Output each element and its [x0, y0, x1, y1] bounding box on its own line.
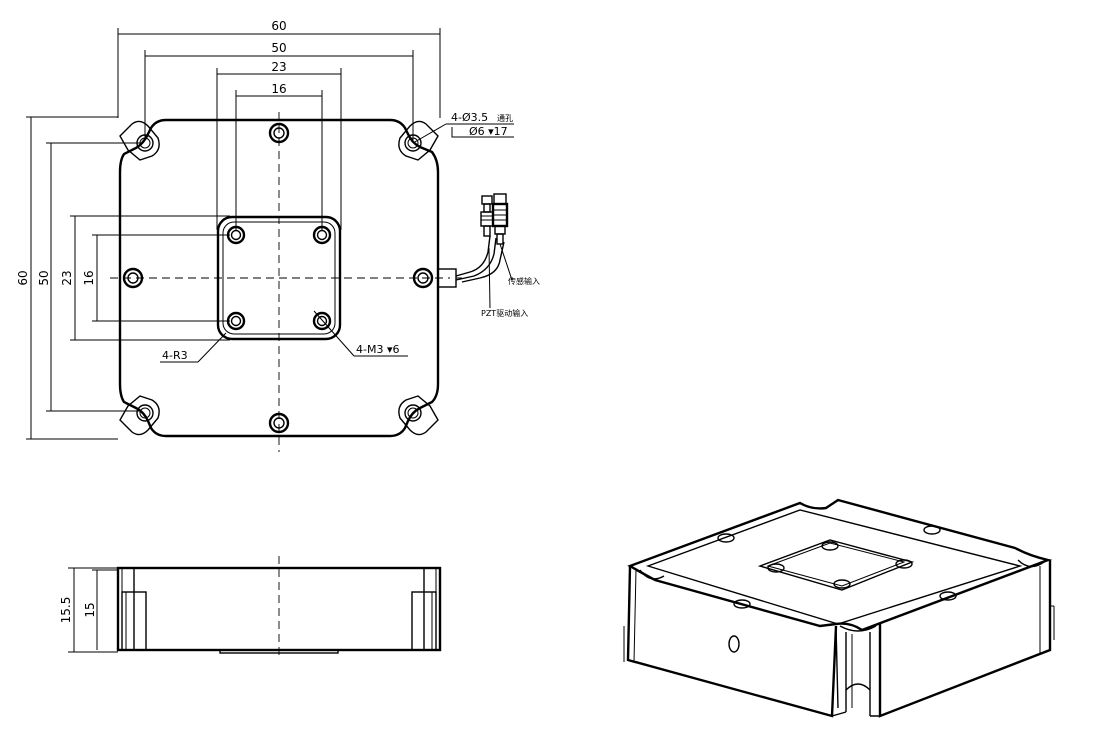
callout-mount-hole: 4-Ø3.5 通孔 Ø6 ▾17 [412, 111, 514, 144]
thread-callout: 4-M3 ▾6 [356, 343, 399, 356]
dim-label-15-5: 15.5 [59, 597, 73, 624]
center-platform-outer [216, 215, 342, 341]
dim-label-16: 16 [271, 82, 286, 96]
screw-hole-top [268, 122, 290, 144]
dim-side-15-5: 15.5 [59, 567, 118, 653]
dim-left-23: 23 [60, 215, 230, 341]
top-view: 60 50 23 16 60 [16, 19, 540, 452]
dim-side-15: 15 [83, 569, 118, 650]
callout-r3: 4-R3 [160, 332, 227, 363]
dim-top-16: 16 [235, 82, 323, 230]
side-view: 15.5 15 [59, 556, 442, 660]
screw-hole-left [122, 267, 144, 289]
iso-front-face [626, 565, 838, 718]
sensor-label: 传感输入 [508, 276, 540, 286]
isometric-view [623, 498, 1055, 718]
iso-top-face [627, 498, 1053, 632]
corner-slot-tl [119, 120, 160, 161]
dim-left-16: 16 [82, 234, 230, 322]
screw-hole-bottom [268, 412, 290, 434]
dim-label-v16: 16 [82, 270, 96, 285]
corner-slot-bl [119, 395, 160, 436]
iso-side-hole [728, 635, 740, 653]
dim-label-v50: 50 [37, 270, 51, 285]
cable-assembly: 传感输入 PZT驱动输入 [437, 193, 540, 318]
center-platform-inner [222, 221, 336, 335]
screw-hole-right [412, 267, 434, 289]
mount-hole-callout-2: Ø6 ▾17 [469, 125, 508, 138]
dim-label-60: 60 [271, 19, 286, 33]
dim-left-50: 50 [37, 142, 140, 412]
callout-m3: 4-M3 ▾6 [313, 310, 408, 357]
corner-slot-br [398, 395, 439, 436]
mount-hole-callout-suffix: 通孔 [497, 113, 513, 123]
threaded-hole-2 [312, 225, 332, 245]
dim-label-15: 15 [83, 602, 97, 617]
iso-platform [757, 539, 915, 591]
threaded-hole-4 [312, 311, 332, 331]
dim-label-v23: 23 [60, 270, 74, 285]
pzt-label: PZT驱动输入 [481, 308, 528, 318]
threaded-hole-1 [226, 225, 246, 245]
dim-label-23: 23 [271, 60, 286, 74]
dim-label-v60: 60 [16, 270, 30, 285]
dim-top-23: 23 [216, 60, 342, 230]
dim-top-60: 60 [117, 19, 441, 118]
dim-label-50: 50 [271, 41, 286, 55]
threaded-hole-3 [226, 311, 246, 331]
dim-top-50: 50 [144, 41, 414, 140]
mount-hole-callout-1: 4-Ø3.5 [451, 111, 488, 124]
radius-callout: 4-R3 [162, 349, 188, 362]
corner-slot-tr [398, 120, 439, 161]
dim-left-60: 60 [16, 116, 118, 440]
